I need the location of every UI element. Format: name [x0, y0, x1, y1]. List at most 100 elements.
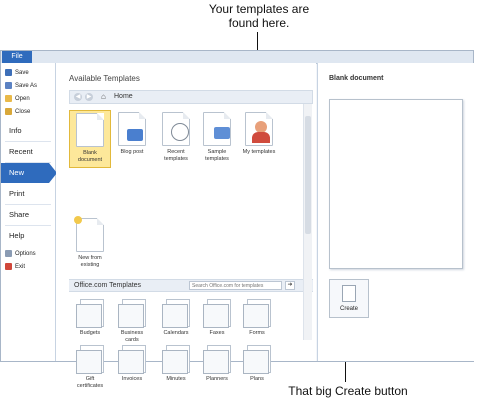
exit-icon	[5, 262, 12, 270]
nav-help[interactable]: Help	[9, 231, 25, 240]
folder-forms[interactable]: Forms	[236, 297, 278, 337]
folder-minutes[interactable]: Minutes	[155, 343, 197, 383]
nav-open-label: Open	[15, 96, 30, 102]
file-tab[interactable]: File	[2, 51, 32, 63]
template-label: templates	[205, 156, 229, 162]
folder-label: Faxes	[209, 330, 225, 336]
top-callout-line2: found here.	[228, 16, 290, 30]
nav-close[interactable]: Close	[5, 107, 30, 117]
back-arrow-icon[interactable]: ◀	[74, 93, 82, 101]
planners-folder-icon	[203, 343, 231, 374]
folder-faxes[interactable]: Faxes	[196, 297, 238, 337]
folder-invoices[interactable]: Invoices	[111, 343, 153, 383]
nav-save[interactable]: Save	[5, 68, 29, 78]
template-label: Blank	[83, 150, 97, 156]
folder-label: Invoices	[121, 376, 143, 382]
office-templates-header: Office.com Templates ➜	[69, 279, 313, 292]
save-as-icon	[5, 81, 12, 89]
folder-budgets[interactable]: Budgets	[69, 297, 111, 337]
nav-save-as[interactable]: Save As	[5, 81, 37, 91]
nav-print[interactable]: Print	[9, 189, 25, 198]
business-cards-folder-icon	[118, 297, 146, 328]
nav-share[interactable]: Share	[9, 210, 30, 219]
forward-arrow-icon[interactable]: ▶	[85, 93, 93, 101]
nav-recent[interactable]: Recent	[9, 147, 33, 156]
recent-templates-icon	[162, 112, 190, 146]
nav-divider	[5, 204, 51, 205]
template-sample-templates[interactable]: Sample templates	[196, 112, 238, 163]
home-icon[interactable]: ⌂	[101, 92, 106, 101]
nav-divider	[5, 225, 51, 226]
folder-label: cards	[125, 337, 139, 343]
backstage-window: File Save Save As Open Close Info Recent…	[0, 50, 474, 389]
options-icon	[5, 249, 12, 257]
folder-label: Gift	[85, 376, 95, 382]
open-folder-icon	[5, 94, 12, 102]
nav-info[interactable]: Info	[9, 126, 22, 135]
folder-calendars[interactable]: Calendars	[155, 297, 197, 337]
folder-label: Calendars	[163, 330, 189, 336]
calendars-folder-icon	[162, 297, 190, 328]
breadcrumb-home[interactable]: Home	[114, 93, 133, 100]
new-from-existing-icon	[74, 216, 104, 252]
templates-scrollbar[interactable]	[303, 104, 312, 340]
template-label: Sample	[207, 149, 227, 155]
template-label: New from	[78, 255, 102, 261]
folder-label: Plans	[250, 376, 264, 382]
folder-business-cards[interactable]: Business cards	[111, 297, 153, 344]
template-label: templates	[164, 156, 188, 162]
template-label: Recent	[167, 149, 185, 155]
preview-pane: Blank document Create	[317, 63, 474, 361]
folder-plans[interactable]: Plans	[236, 343, 278, 383]
folder-label: Planners	[206, 376, 228, 382]
budgets-folder-icon	[76, 297, 104, 328]
folder-gift-certificates[interactable]: Gift certificates	[69, 343, 111, 390]
faxes-folder-icon	[203, 297, 231, 328]
nav-exit[interactable]: Exit	[5, 262, 25, 272]
nav-divider	[5, 162, 51, 163]
breadcrumb: ◀ ▶ ⌂ Home	[69, 90, 313, 104]
template-my-templates[interactable]: My templates	[236, 112, 282, 156]
top-callout-line1: Your templates are	[208, 2, 310, 16]
bottom-callout: That big Create button	[288, 384, 408, 398]
office-templates-title: Office.com Templates	[74, 282, 142, 289]
template-new-from-existing[interactable]: New from existing	[69, 216, 111, 269]
available-templates-title: Available Templates	[69, 74, 140, 83]
create-button[interactable]: Create	[329, 279, 369, 318]
save-icon	[5, 68, 12, 76]
preview-title: Blank document	[329, 75, 384, 82]
invoices-folder-icon	[118, 343, 146, 374]
nav-divider	[5, 141, 51, 142]
nav-save-as-label: Save As	[15, 83, 38, 89]
folder-label: certificates	[76, 383, 104, 389]
plans-folder-icon	[243, 343, 271, 374]
my-templates-icon	[245, 112, 273, 146]
nav-options-label: Options	[15, 251, 36, 257]
office-search-input[interactable]	[189, 281, 282, 290]
nav-exit-label: Exit	[15, 264, 26, 270]
template-blank-document[interactable]: Blank document	[69, 110, 111, 168]
nav-new[interactable]: New	[1, 163, 57, 183]
folder-label: Forms	[249, 330, 265, 336]
nav-options[interactable]: Options	[5, 249, 36, 259]
templates-panel: Available Templates ◀ ▶ ⌂ Home Blank doc…	[56, 63, 316, 389]
folder-label: Minutes	[166, 376, 186, 382]
template-recent-templates[interactable]: Recent templates	[155, 112, 197, 163]
scroll-thumb[interactable]	[305, 116, 311, 234]
forms-folder-icon	[243, 297, 271, 328]
folder-label: Budgets	[79, 330, 101, 336]
top-callout: Your templates are found here.	[204, 2, 314, 30]
folder-planners[interactable]: Planners	[196, 343, 238, 383]
search-go-arrow-icon[interactable]: ➜	[285, 281, 295, 290]
template-label: Blog post	[120, 149, 144, 155]
nav-open[interactable]: Open	[5, 94, 30, 104]
preview-page	[329, 99, 463, 269]
template-label: document	[77, 157, 103, 163]
blank-document-icon	[76, 113, 104, 147]
nav-save-label: Save	[15, 70, 29, 76]
sample-templates-icon	[203, 112, 231, 146]
template-blog-post[interactable]: Blog post	[111, 112, 153, 156]
create-document-icon	[342, 285, 356, 302]
folder-label: Business	[120, 330, 144, 336]
close-folder-icon	[5, 107, 12, 115]
